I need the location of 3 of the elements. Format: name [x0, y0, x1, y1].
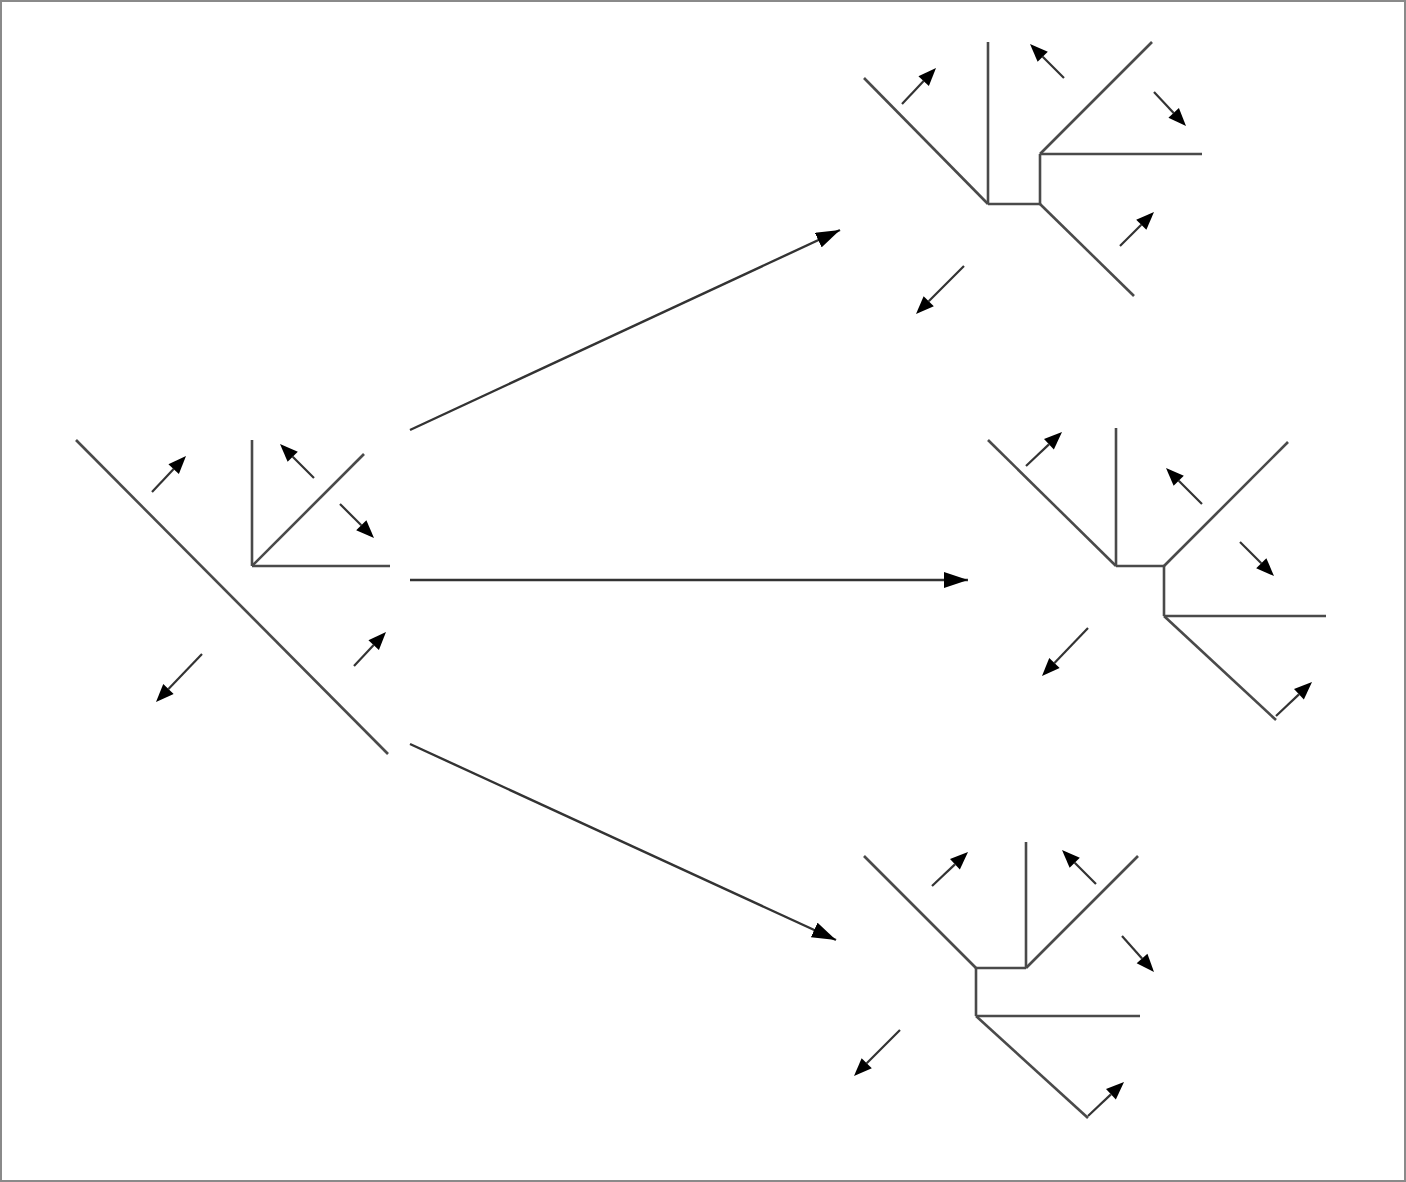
arrow: [409, 228, 841, 432]
arrow: [409, 742, 837, 942]
arrow: [410, 572, 968, 588]
